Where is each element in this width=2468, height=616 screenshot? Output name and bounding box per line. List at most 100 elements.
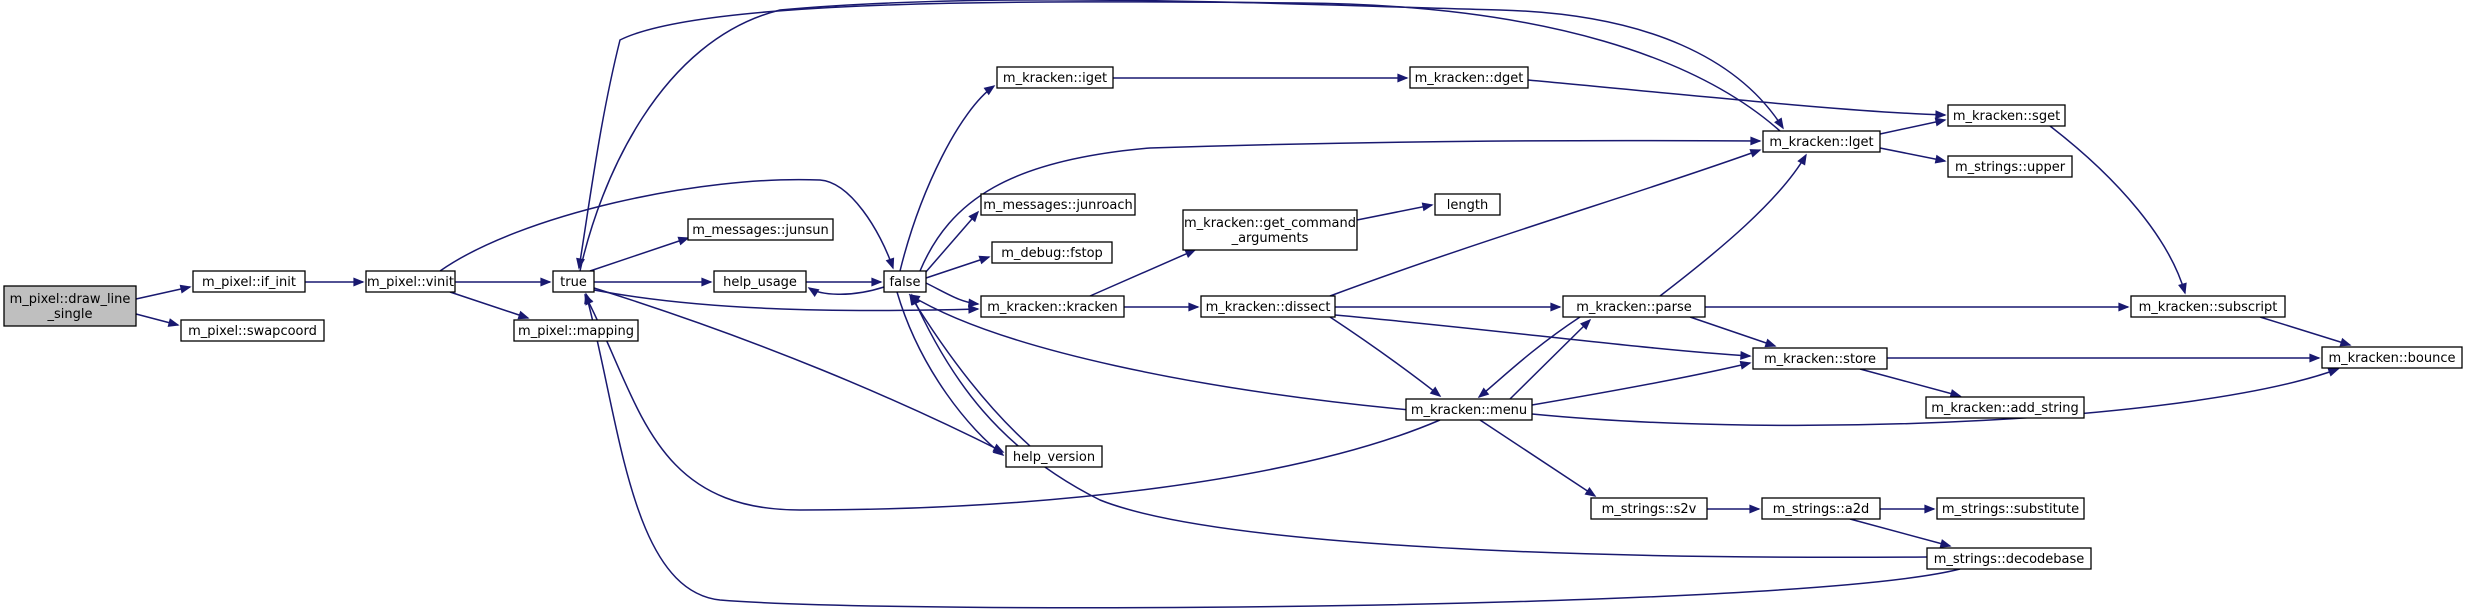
edge-dissect-to-menu (1329, 316, 1442, 398)
edge-vinit-to-mapping (449, 291, 530, 320)
node-bounce[interactable]: m_kracken::bounce (2321, 346, 2463, 369)
node-help_usage[interactable]: help_usage (713, 270, 807, 293)
edge-line (1531, 362, 1751, 406)
edge-arrowhead (1749, 504, 1761, 514)
edge-line (896, 291, 1004, 456)
edge-s2v-to-a2d (1707, 504, 1761, 514)
node-label: help_version (1013, 450, 1095, 465)
node-fstop[interactable]: m_debug::fstop (991, 241, 1113, 264)
node-label: m_kracken::store (1764, 352, 1876, 367)
edge-arrowhead (1749, 149, 1762, 158)
edge-arrowhead (885, 257, 895, 270)
edge-line (589, 237, 689, 272)
node-upper[interactable]: m_strings::upper (1947, 155, 2073, 178)
edge-arrowhead (1184, 249, 1197, 258)
node-s2v[interactable]: m_strings::s2v (1590, 497, 1708, 520)
edge-arrowhead (1550, 302, 1562, 312)
node-kracken[interactable]: m_kracken::kracken (980, 295, 1125, 318)
node-label: _single (47, 307, 93, 322)
edge-arrowhead (1477, 387, 1490, 399)
node-label: m_kracken::subscript (2139, 300, 2278, 315)
edge-arrowhead (992, 445, 1005, 456)
edge-line (1509, 319, 1591, 400)
edge-line (449, 291, 529, 319)
node-box (1590, 497, 1708, 520)
edge-line (924, 211, 979, 274)
node-label: m_kracken::menu (1411, 403, 1527, 418)
edge-parse-to-store (1689, 316, 1777, 348)
node-label: m_pixel::mapping (518, 324, 634, 339)
edge-line (899, 85, 995, 272)
node-junroach[interactable]: m_messages::junroach (980, 193, 1136, 216)
edge-arrowhead (2327, 368, 2340, 377)
node-if_init[interactable]: m_pixel::if_init (192, 270, 306, 293)
edge-arrowhead (701, 277, 713, 287)
node-box (3, 285, 137, 327)
edge-arrowhead (978, 255, 991, 265)
nodes-layer: m_pixel::draw_line_single m_pixel::if_ini… (3, 66, 2463, 570)
node-help_version[interactable]: help_version (1005, 445, 1103, 468)
node-length[interactable]: length (1434, 193, 1501, 216)
node-substitute[interactable]: m_strings::substitute (1936, 497, 2085, 520)
node-box (996, 66, 1114, 89)
edge-arrowhead (540, 277, 552, 287)
edge-line (1879, 119, 1946, 135)
node-label: m_kracken::dissect (1206, 300, 1331, 315)
edge-false-to-help_version (896, 291, 1005, 456)
node-label: m_strings::s2v (1602, 502, 1697, 517)
node-a2d[interactable]: m_strings::a2d (1761, 497, 1881, 520)
node-box (980, 193, 1136, 216)
edge-menu-to-s2v (1479, 419, 1597, 497)
edge-line (925, 256, 990, 279)
edge-decodebase-to-true (584, 292, 1961, 609)
node-vinit[interactable]: m_pixel::vinit (365, 270, 456, 293)
edge-parse-to-menu (1477, 316, 1581, 399)
node-box (1005, 445, 1103, 468)
edge-sget-to-subscript (2049, 125, 2187, 295)
node-label: false (890, 275, 921, 290)
node-sget[interactable]: m_kracken::sget (1947, 104, 2066, 127)
node-parse[interactable]: m_kracken::parse (1562, 295, 1706, 318)
node-label: m_pixel::swapcoord (188, 324, 317, 339)
edge-false-to-fstop (925, 255, 991, 279)
edge-line (439, 178, 894, 272)
node-decodebase[interactable]: m_strings::decodebase (1926, 547, 2092, 570)
edge-arrowhead (1939, 539, 1952, 548)
edge-arrowhead (967, 298, 980, 308)
node-false[interactable]: false (883, 270, 927, 293)
edge-arrowhead (1934, 117, 1947, 127)
edge-false-to-iget (899, 85, 996, 272)
node-lget[interactable]: m_kracken::lget (1762, 130, 1881, 153)
node-draw_line_single[interactable]: m_pixel::draw_line_single (3, 285, 137, 327)
node-add_string[interactable]: m_kracken::add_string (1925, 396, 2085, 419)
node-true[interactable]: true (552, 270, 595, 293)
edge-true-to-junsun (589, 236, 690, 272)
edge-arrowhead (1740, 350, 1752, 360)
edge-menu-to-store (1531, 360, 1752, 406)
edge-false-to-kracken (925, 282, 980, 308)
node-swapcoord[interactable]: m_pixel::swapcoord (180, 319, 325, 342)
node-box (2321, 346, 2463, 369)
node-box (980, 295, 1125, 318)
edge-dissect-to-store (1334, 314, 1752, 360)
node-label: m_kracken::dget (1415, 71, 1524, 86)
node-label: m_kracken::kracken (987, 300, 1118, 315)
node-label: m_messages::junsun (692, 223, 828, 238)
edge-arrowhead (1421, 202, 1434, 212)
node-dissect[interactable]: m_kracken::dissect (1200, 295, 1336, 318)
edge-line (2259, 316, 2351, 346)
node-get_command_arguments[interactable]: m_kracken::get_command_arguments (1182, 209, 1358, 251)
node-menu[interactable]: m_kracken::menu (1405, 398, 1533, 421)
edge-line (1659, 154, 1807, 297)
edge-vinit-to-true (455, 277, 552, 287)
node-mapping[interactable]: m_pixel::mapping (513, 319, 639, 342)
node-store[interactable]: m_kracken::store (1752, 347, 1888, 370)
node-dget[interactable]: m_kracken::dget (1409, 66, 1529, 89)
node-subscript[interactable]: m_kracken::subscript (2130, 295, 2286, 318)
node-iget[interactable]: m_kracken::iget (996, 66, 1114, 89)
edge-line (585, 293, 1961, 609)
edge-line (909, 294, 1031, 447)
node-junsun[interactable]: m_messages::junsun (687, 218, 834, 241)
edge-draw_line_single-to-swapcoord (135, 313, 180, 327)
edge-vinit-to-false (439, 178, 895, 272)
